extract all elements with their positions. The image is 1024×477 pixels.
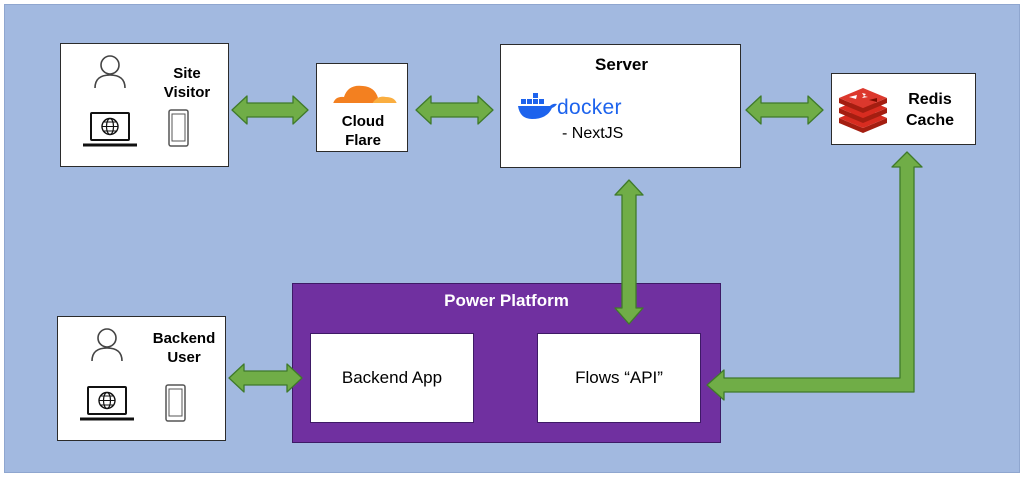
- cloudflare-box: Cloud Flare: [316, 63, 408, 152]
- redis-box: Redis Cache: [831, 73, 976, 145]
- arrow-redis-flows: [706, 151, 923, 401]
- laptop-globe-icon: [83, 112, 137, 147]
- backend-user-box: Backend User: [57, 316, 226, 441]
- backend-user-label-line1: Backend: [152, 330, 216, 347]
- flows-api-box: Flows “API”: [537, 333, 701, 423]
- docker-wordmark: docker: [557, 96, 622, 119]
- power-platform-title: Power Platform: [444, 291, 569, 310]
- server-box: Server docker - NextJS: [500, 44, 741, 168]
- cloudflare-logo-icon: [331, 85, 399, 105]
- redis-label-line1: Redis: [908, 91, 952, 108]
- arrow-server-flows: [614, 179, 644, 325]
- site-visitor-label-line2: Visitor: [163, 84, 211, 101]
- flows-api-label: Flows “API”: [575, 368, 663, 387]
- site-visitor-box: Site Visitor: [60, 43, 229, 167]
- docker-whale-icon: [518, 93, 557, 119]
- user-icon: [94, 55, 126, 89]
- arrow-user-backendapp: [228, 363, 303, 393]
- server-title: Server: [595, 55, 648, 74]
- server-nextjs-label: - NextJS: [562, 125, 624, 142]
- backend-app-label: Backend App: [341, 368, 443, 387]
- phone-icon: [168, 109, 189, 147]
- arrow-visitor-cloudflare: [231, 95, 309, 125]
- cloudflare-label-line2: Flare: [345, 132, 381, 149]
- redis-label-line2: Cache: [905, 112, 955, 129]
- backend-user-label-line2: User: [167, 349, 201, 366]
- arrow-server-redis: [745, 95, 824, 125]
- redis-logo-icon: [839, 88, 887, 133]
- site-visitor-label-line1: Site: [173, 65, 201, 82]
- power-platform-container: Power Platform Backend App Flows “API”: [292, 283, 721, 443]
- backend-app-box: Backend App: [310, 333, 474, 423]
- laptop-globe-icon: [80, 386, 134, 421]
- phone-icon: [165, 384, 186, 422]
- arrow-cloudflare-server: [415, 95, 494, 125]
- user-icon: [91, 328, 123, 362]
- cloudflare-label-line1: Cloud: [341, 113, 385, 130]
